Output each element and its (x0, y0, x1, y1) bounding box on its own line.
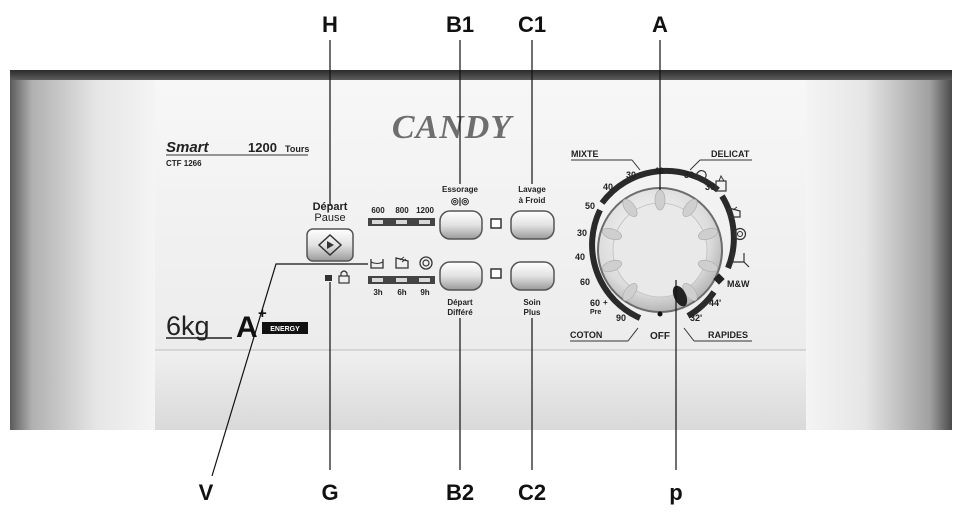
delicate-spin-icon (733, 227, 747, 241)
section-mixte: MIXTE (571, 149, 599, 159)
drain-icon (732, 253, 750, 268)
panel-right-side (806, 80, 952, 430)
callout-C1: C1 (518, 12, 546, 37)
callout-B2: B2 (446, 480, 474, 505)
mw-marker (713, 273, 725, 285)
model-code: CTF 1266 (166, 159, 202, 168)
mixte-temp-40: 40 (603, 182, 613, 192)
cold-wash-button[interactable] (510, 210, 555, 240)
coton-temp-90: 90 (616, 313, 626, 323)
section-coton: COTON (570, 330, 602, 340)
cold-wash-led (490, 218, 502, 229)
spin-speed-1200: 1200 (416, 206, 434, 215)
dial-grip-ribs (601, 189, 719, 302)
care-plus-label-2: Plus (524, 308, 541, 317)
delayed-start-label-1: Départ (447, 298, 473, 307)
door-lock-led (325, 275, 332, 281)
cold-wash-label-2: à Froid (519, 196, 546, 205)
delayed-start-label-2: Différé (447, 308, 473, 317)
brand-logo: CANDY (392, 109, 514, 146)
delicat-temp-30a: 30 (684, 170, 694, 180)
dial-arc-rapides (686, 290, 717, 319)
callout-G: G (321, 480, 338, 505)
model-speed-unit: Tours (285, 144, 309, 154)
cold-wash-label-1: Lavage (518, 185, 546, 194)
callout-H: H (322, 12, 338, 37)
callout-B1: B1 (446, 12, 474, 37)
spin-label: Essorage (442, 185, 479, 194)
delicat-temp-30b: 30 (705, 182, 715, 192)
delicat-temp-40: 40 (654, 166, 664, 176)
delay-time-6h: 6h (397, 288, 406, 297)
dial-arc-coton (589, 208, 642, 321)
coton-temp-60-pre: 60 (590, 298, 600, 308)
hand-wash-icon (715, 174, 727, 192)
coton-temp-30: 30 (577, 228, 587, 238)
wash-tub-icon (370, 259, 384, 269)
mw-label: M&W (727, 279, 750, 289)
callout-C2: C2 (518, 480, 546, 505)
coton-temp-60: 60 (580, 277, 590, 287)
model-name: Smart (166, 139, 210, 156)
rapides-time-32: 32' (690, 313, 702, 323)
spin-symbol: ◎|◎ (451, 196, 469, 206)
coton-pre: Pre (590, 309, 601, 316)
model-speed-value: 1200 (248, 140, 277, 155)
capacity-label: 6kg (166, 311, 210, 341)
care-plus-label-1: Soin (523, 298, 540, 307)
delay-time-3h: 3h (373, 288, 382, 297)
callout-p: p (669, 480, 682, 505)
energy-plus: + (258, 305, 267, 322)
spin-speed-800: 800 (395, 206, 409, 215)
callout-A: A (652, 12, 668, 37)
lock-icon (338, 270, 350, 284)
panel-lower-band (155, 350, 806, 430)
energy-badge (262, 322, 308, 334)
energy-word: ENERGY (270, 326, 300, 333)
leader-lines (211, 40, 677, 477)
panel-left-side (10, 80, 155, 430)
care-plus-button[interactable] (510, 261, 555, 291)
wool-icon (695, 169, 707, 180)
dial-arc-mixte-delicat (599, 167, 720, 205)
spin-button[interactable] (439, 210, 483, 240)
rapides-time-44: 44' (709, 298, 721, 308)
coton-plus-sign: + (603, 298, 608, 307)
delicate-rinse-icon (728, 206, 741, 218)
coton-temp-40: 40 (575, 252, 585, 262)
delayed-start-button[interactable] (439, 261, 483, 291)
start-pause-label-2: Pause (314, 212, 345, 224)
off-label: OFF (650, 331, 670, 342)
program-dial[interactable] (589, 167, 737, 321)
spin-speed-600: 600 (371, 206, 385, 215)
off-dot (657, 311, 663, 317)
dial-arc-right (719, 194, 737, 270)
delay-time-9h: 9h (420, 288, 429, 297)
energy-class: A (236, 311, 258, 344)
callout-V: V (199, 480, 214, 505)
start-pause-icon (317, 233, 343, 257)
section-rapides: RAPIDES (708, 330, 748, 340)
start-pause-label-1: Départ (313, 201, 348, 213)
coton-temp-50: 50 (585, 201, 595, 211)
care-plus-led (490, 268, 502, 279)
rinse-icon (395, 256, 409, 269)
section-delicat: DELICAT (711, 149, 750, 159)
spin-phase-icon (419, 256, 433, 270)
mixte-temp-30: 30 (626, 170, 636, 180)
start-pause-button[interactable] (306, 228, 354, 262)
